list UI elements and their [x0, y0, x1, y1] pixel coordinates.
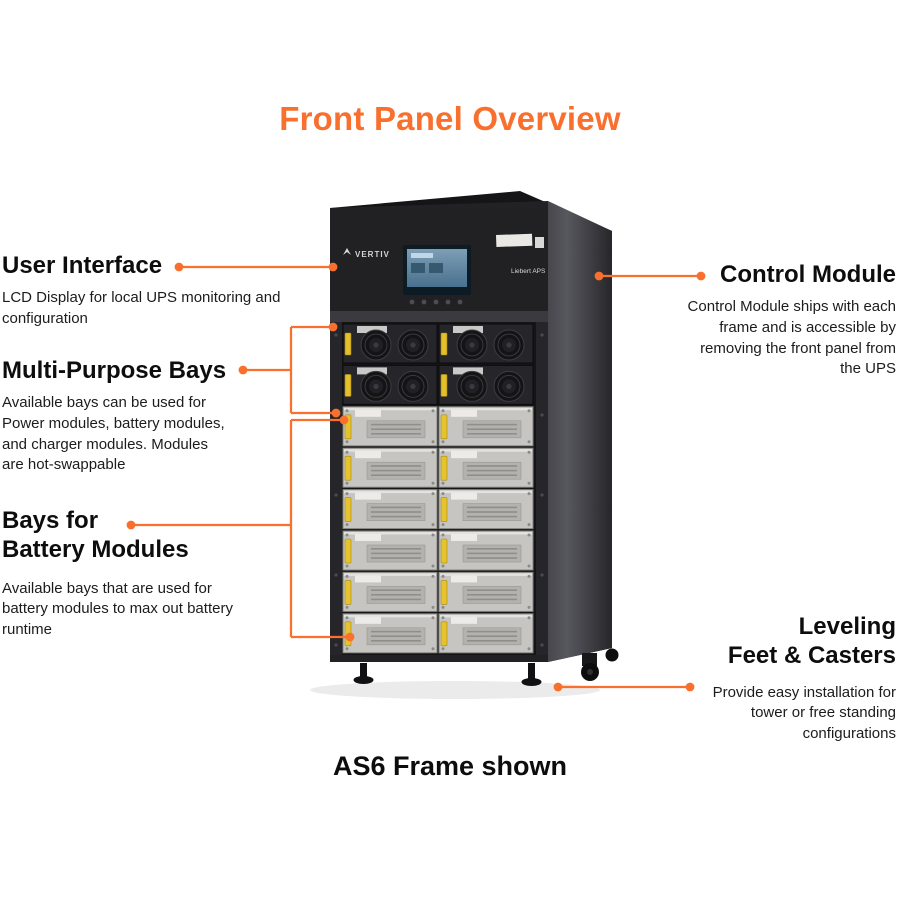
rail-right — [536, 322, 548, 655]
callout-body: Control Module ships with each frame and… — [687, 298, 896, 378]
callout-user-interface: User Interface LCD Display for local UPS… — [2, 251, 292, 330]
callout-body: Available bays that are used for battery… — [2, 579, 233, 638]
callout-heading: User Interface — [2, 252, 163, 279]
callout-control-module: Control Module Control Module ships with… — [676, 260, 896, 380]
callout-body: Available bays can be used for Power mod… — [2, 394, 225, 474]
lcd-graphic — [411, 263, 425, 273]
cabinet-side — [548, 201, 612, 662]
lcd-graphic2 — [429, 263, 443, 273]
bezel-divider — [330, 311, 548, 322]
callout-heading: Leveling — [798, 613, 896, 640]
callout-battery-bays: Bays for Battery Modules Available bays … — [2, 506, 252, 641]
lcd-buttons — [409, 299, 463, 305]
callout-body: Provide easy installation for tower or f… — [712, 683, 896, 742]
ground-shadow — [310, 681, 600, 699]
model-text: Liebert APS — [511, 268, 546, 275]
callout-body: LCD Display for local UPS monitoring and… — [2, 289, 281, 327]
caster-wheel — [581, 648, 619, 681]
callout-leveling-feet: Leveling Feet & Casters Provide easy ins… — [686, 612, 896, 745]
brand-text: VERTIV — [355, 250, 390, 259]
callout-heading: Multi-Purpose Bays — [2, 357, 227, 384]
callout-multi-purpose-bays: Multi-Purpose Bays Available bays can be… — [2, 356, 252, 476]
label-sticker-small — [535, 237, 544, 248]
vertiv-logo-icon — [343, 248, 351, 255]
callout-heading: Feet & Casters — [727, 642, 896, 670]
lcd-readout — [411, 253, 433, 258]
callout-heading: Control Module — [720, 261, 896, 288]
rail-left — [330, 322, 342, 655]
ups-illustration: VERTIV Liebert APS — [310, 191, 619, 699]
page-title: Front Panel Overview — [279, 100, 621, 137]
label-sticker — [496, 233, 533, 247]
callout-heading: Bays for — [2, 507, 99, 534]
frame-caption: AS6 Frame shown — [332, 751, 568, 781]
leveling-feet — [353, 663, 542, 686]
callout-heading: Battery Modules — [2, 536, 189, 564]
